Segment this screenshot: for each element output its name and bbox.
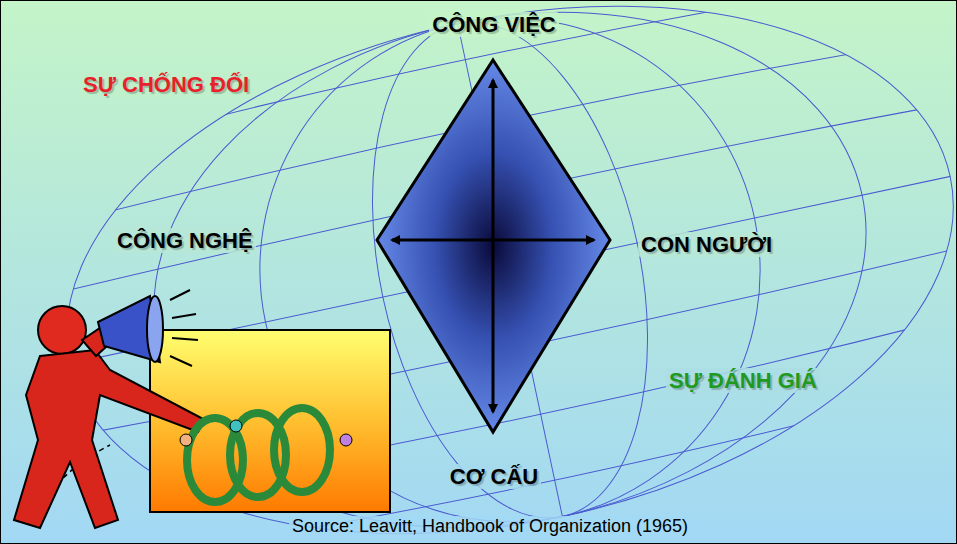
element-label: CON NGƯỜI <box>638 232 775 257</box>
element-label: SỰ CHỐNG ĐỐI <box>80 72 252 97</box>
horizontal-double-arrow <box>392 239 594 242</box>
element-label: CƠ CẤU <box>447 464 541 489</box>
element-label: SỰ ĐÁNH GIÁ <box>666 368 820 393</box>
element-label: CÔNG NGHỆ <box>114 228 256 253</box>
megaphone-clipart <box>14 290 390 528</box>
element-label: CÔNG VIỆC <box>429 12 558 37</box>
source-caption: Source: Leavitt, Handbook of Organizatio… <box>289 516 691 537</box>
vertical-double-arrow <box>492 80 495 412</box>
diamond-shape <box>377 60 610 432</box>
